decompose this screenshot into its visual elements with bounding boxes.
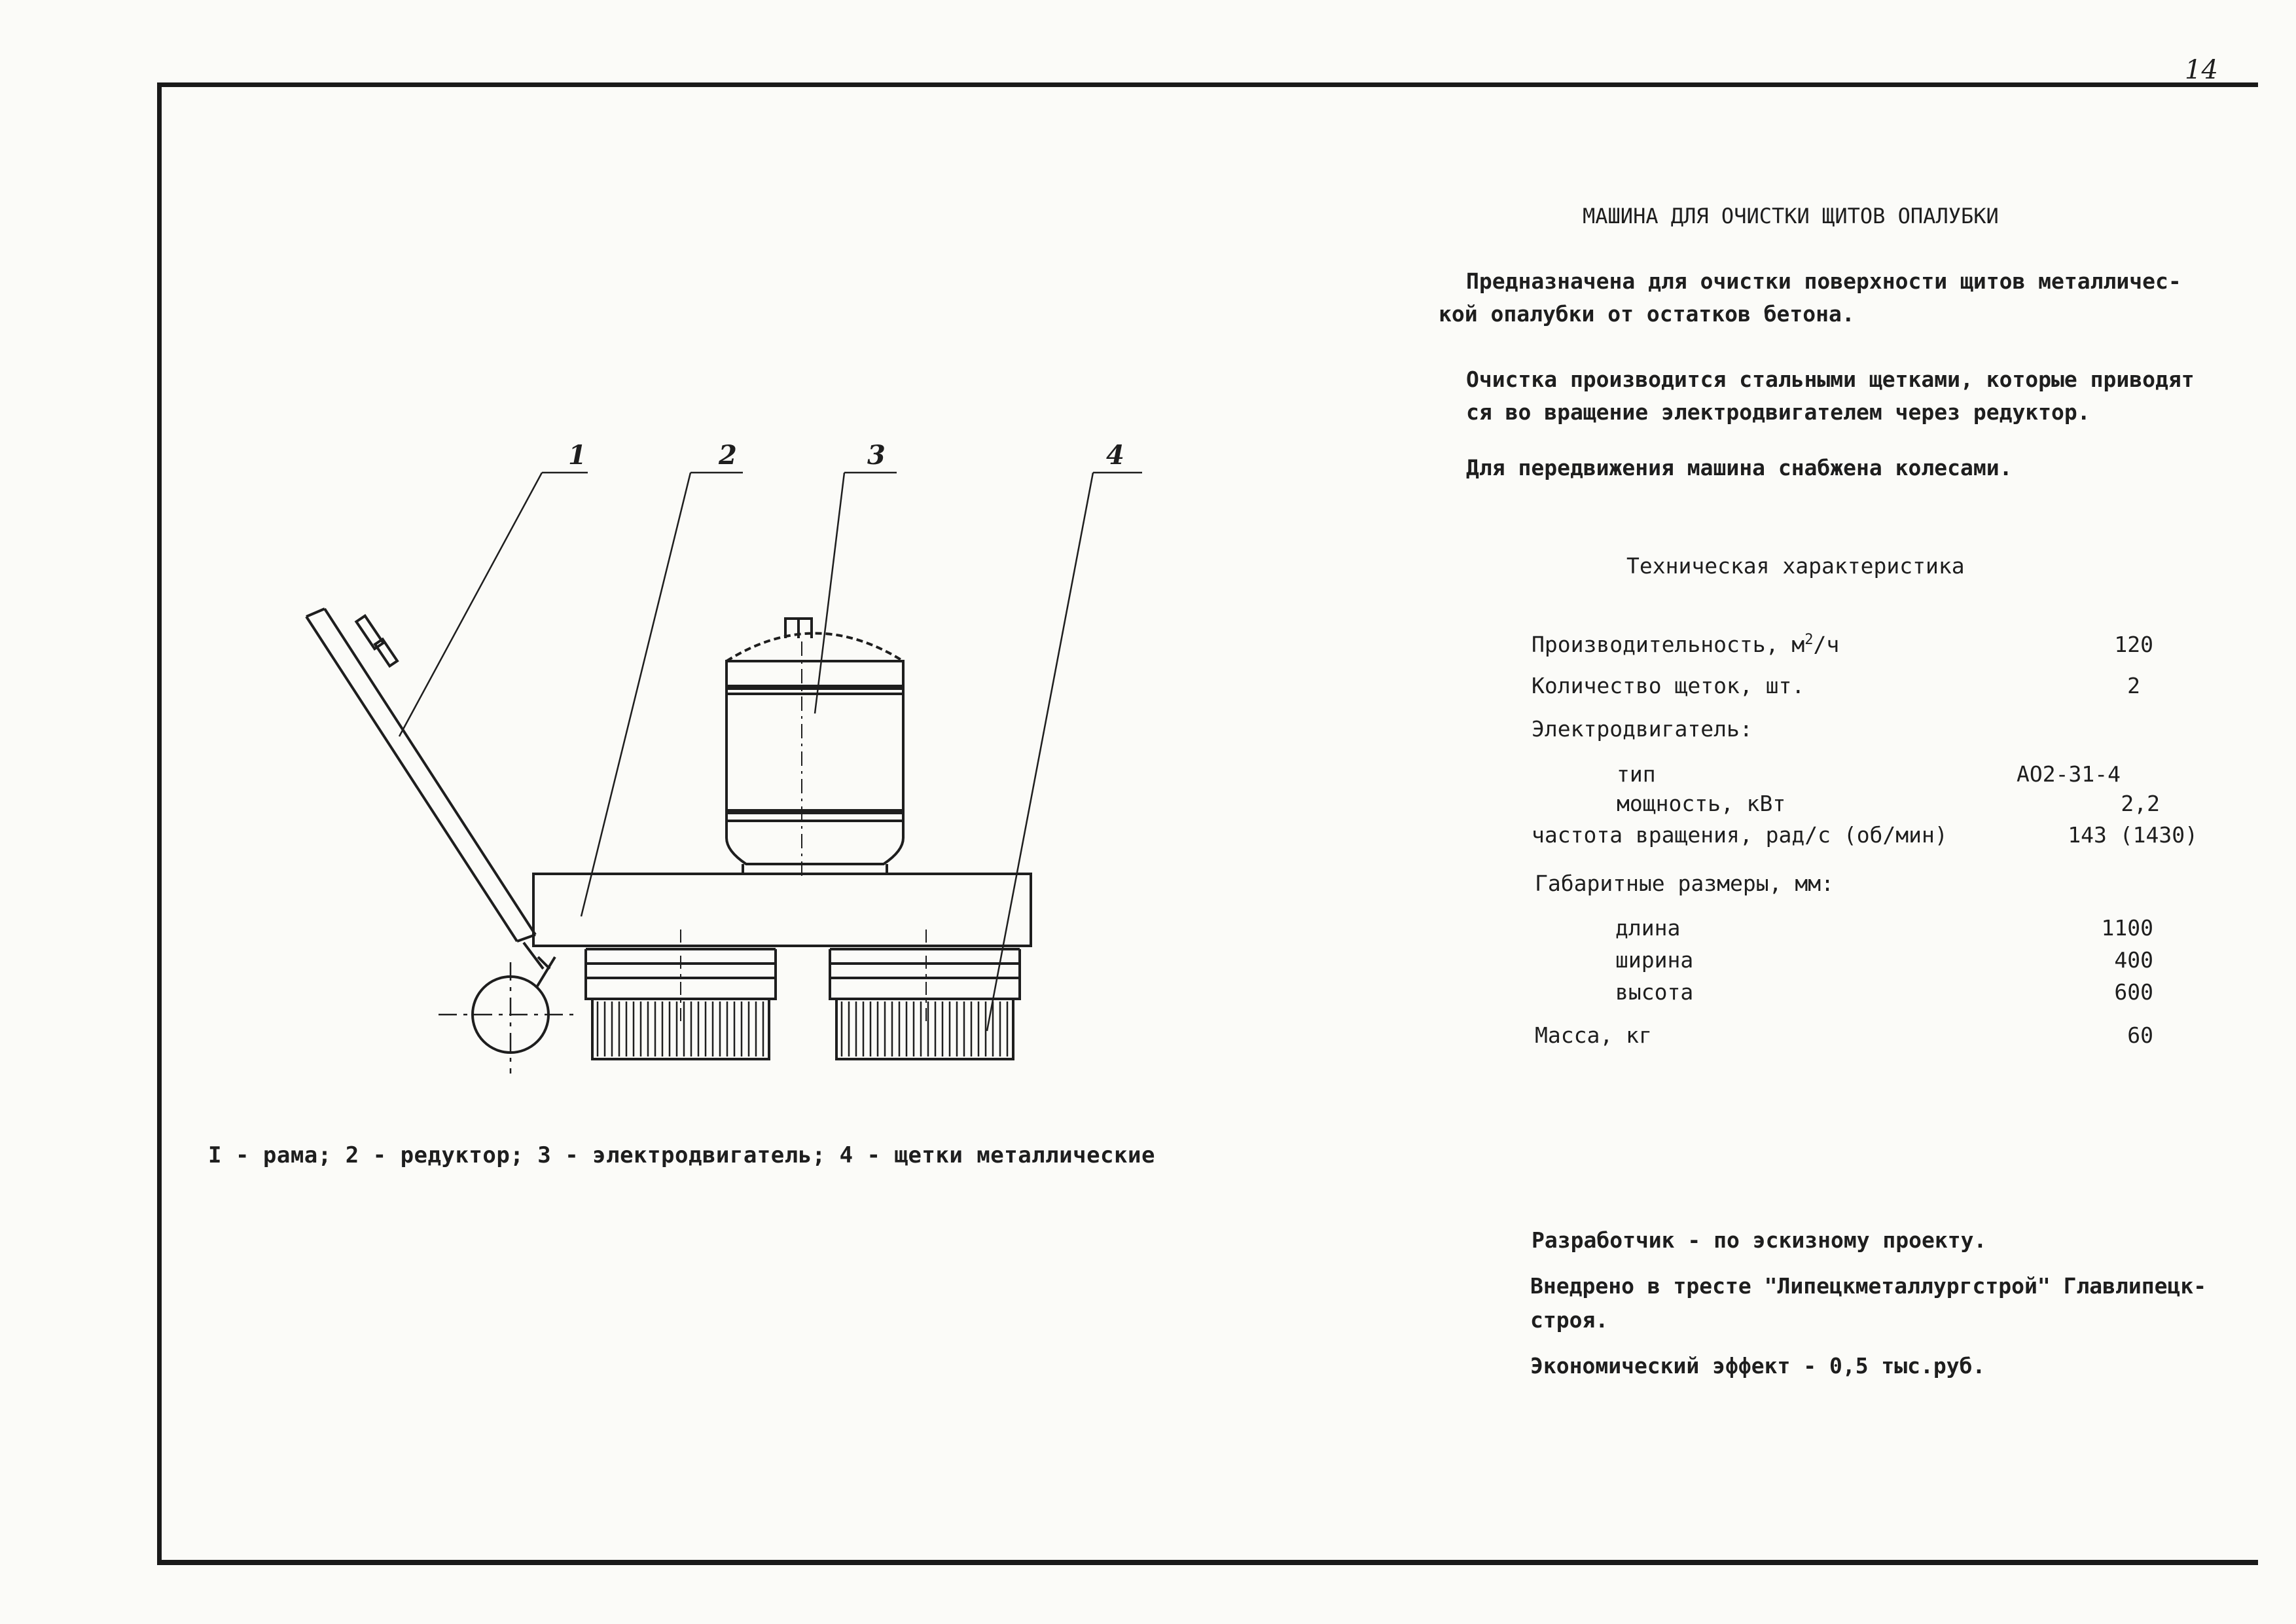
drawing-legend: I - рама; 2 - редуктор; 3 - электродвига… (208, 1142, 1155, 1168)
spec-height-value: 600 (2114, 979, 2153, 1005)
spec-productivity-value: 120 (2114, 632, 2153, 657)
spec-dims-label: Габаритные размеры, мм: (1535, 871, 1834, 896)
spec-brushes-label: Количество щеток, шт. (1532, 673, 1805, 698)
frame-handle-part (305, 607, 551, 970)
desc-p2-line2: ся во вращение электродвигателем через р… (1466, 399, 2090, 425)
motor-part (725, 617, 905, 880)
spec-rpm-label: частота вращения, рад/с (об/мин) (1532, 822, 1948, 848)
economic-effect: Экономический эффект - 0,5 тыс.руб. (1530, 1353, 1986, 1379)
developer-note: Разработчик - по эскизному проекту. (1532, 1227, 1987, 1253)
callout-3: 3 (867, 440, 886, 471)
spec-height-label: высота (1615, 979, 1694, 1005)
callout-2: 2 (719, 440, 737, 471)
spec-length-label: длина (1615, 915, 1681, 941)
desc-p1-line2: кой опалубки от остатков бетона. (1439, 301, 1855, 327)
gearbox-part (532, 873, 1032, 1021)
spec-brushes-value: 2 (2127, 673, 2140, 698)
spec-motor-label: Электродвигатель: (1532, 716, 1753, 742)
spec-productivity-label: Производительность, м2/ч (1532, 632, 1840, 657)
desc-p3: Для передвижения машина снабжена колесам… (1466, 455, 2013, 480)
spec-mass-value: 60 (2127, 1022, 2153, 1048)
desc-p2-line1: Очистка производится стальными щетками, … (1466, 367, 2195, 392)
page-title: МАШИНА ДЛЯ ОЧИСТКИ ЩИТОВ ОПАЛУБКИ (1583, 204, 1999, 228)
spec-type-value: АО2-31-4 (2017, 761, 2121, 787)
spec-length-value: 1100 (2101, 915, 2153, 941)
implemented-line1: Внедрено в тресте "Липецкметаллургстрой"… (1530, 1273, 2207, 1299)
brush-right (829, 948, 1021, 1060)
spec-rpm-value: 143 (1430) (2068, 822, 2198, 848)
page-number: 14 (2185, 55, 2218, 85)
callout-1: 1 (568, 440, 586, 471)
spec-width-label: ширина (1615, 947, 1694, 973)
callout-4: 4 (1106, 440, 1124, 471)
leader-lines (398, 471, 1142, 1032)
desc-p1-line1: Предназначена для очистки поверхности щи… (1466, 268, 2181, 294)
spec-mass-label: Масса, кг (1535, 1022, 1652, 1048)
drawing-frame (157, 82, 2258, 1565)
spec-type-label: тип (1617, 761, 1656, 787)
spec-power-value: 2,2 (2121, 791, 2160, 816)
specs-heading: Техническая характеристика (1626, 553, 1965, 579)
brush-bristles (596, 1001, 1009, 1056)
spec-power-label: мощность, кВт (1617, 791, 1786, 816)
wheel (439, 956, 576, 1074)
spec-width-value: 400 (2114, 947, 2153, 973)
implemented-line2: строя. (1530, 1307, 1609, 1333)
brush-left (584, 948, 777, 1060)
